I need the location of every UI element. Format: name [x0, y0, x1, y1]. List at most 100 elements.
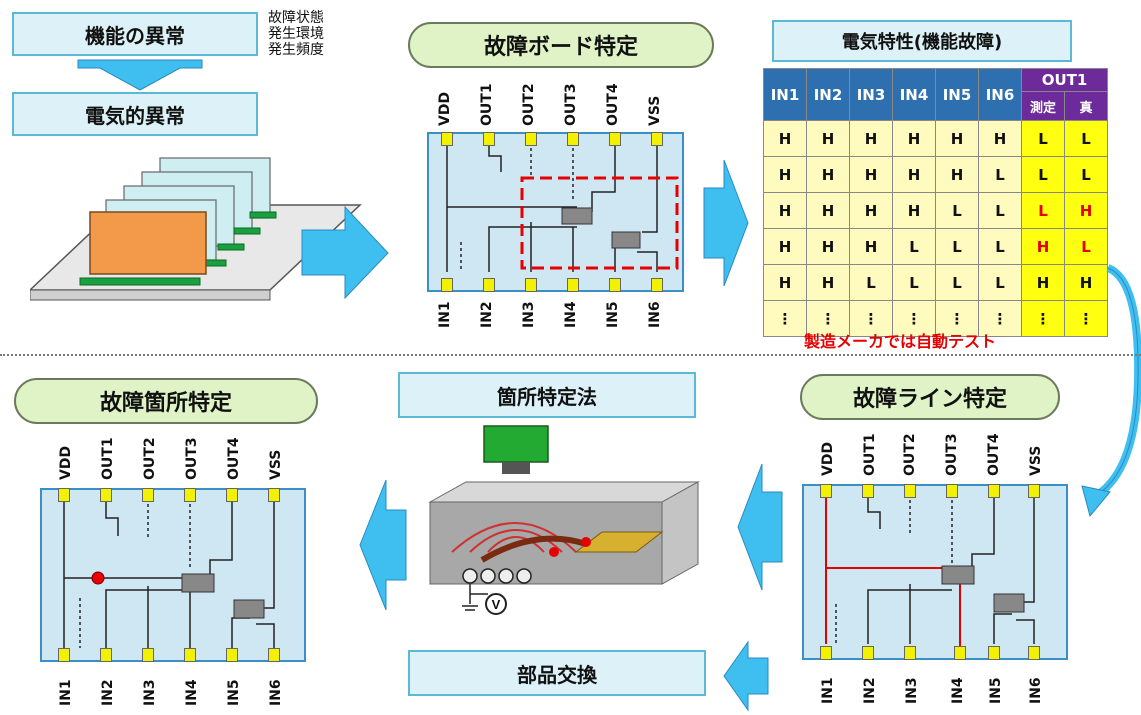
pin: [483, 132, 495, 146]
pin-label-in5: IN5: [226, 679, 242, 706]
pin: [609, 278, 621, 292]
pin-label-vss: VSS: [647, 95, 663, 126]
pin-label-in4: IN4: [563, 301, 579, 328]
pin: [525, 278, 537, 292]
cell-mismatch: H: [1021, 228, 1065, 265]
cell: H: [935, 120, 979, 157]
location-method-title: 箇所特定法: [398, 372, 696, 418]
pin: [820, 646, 832, 660]
cell: H: [806, 120, 850, 157]
pin: [441, 132, 453, 146]
pin-label-out3: OUT3: [563, 83, 579, 126]
pin-label-out2: OUT2: [902, 433, 918, 476]
cell: L: [935, 192, 979, 229]
cell: L: [1021, 156, 1065, 193]
cell: H: [1064, 264, 1108, 301]
pin: [609, 132, 621, 146]
cell: H: [849, 228, 893, 265]
pin-label-in2: IN2: [479, 301, 495, 328]
cell-mismatch: L: [1064, 228, 1108, 265]
parts-replace-title: 部品交換: [408, 650, 706, 696]
pin-label-in5: IN5: [605, 301, 621, 328]
pin-label-in1: IN1: [58, 679, 74, 706]
chip-board-identify: VDD OUT1 OUT2 OUT3 OUT4 VSS IN1 IN2 IN3 …: [427, 72, 684, 330]
pin-label-out2: OUT2: [521, 83, 537, 126]
pin: [525, 132, 537, 146]
pin: [862, 484, 874, 498]
pin-label-out1: OUT1: [479, 83, 495, 126]
left-arrow-icon: [723, 640, 769, 712]
pin-label-vss: VSS: [1028, 445, 1044, 476]
cell: ⋮: [978, 300, 1022, 337]
pin: [1028, 484, 1040, 498]
note-environment: 発生環境: [268, 26, 324, 42]
pin: [904, 646, 916, 660]
cell: L: [978, 192, 1022, 229]
col-header: IN3: [849, 68, 893, 121]
pin: [100, 488, 112, 502]
col-header: IN1: [763, 68, 807, 121]
pin: [1028, 646, 1040, 660]
chip-wiring: [825, 494, 1035, 654]
cell: L: [1064, 156, 1108, 193]
cell: L: [978, 228, 1022, 265]
pin: [226, 488, 238, 502]
cell: L: [1021, 120, 1065, 157]
pin-label-vdd: VDD: [58, 445, 74, 480]
pin-label-in1: IN1: [820, 677, 836, 704]
electrical-title: 電気特性(機能故障): [772, 20, 1072, 62]
voltmeter-label: V: [492, 597, 501, 612]
pin: [567, 278, 579, 292]
pin-label-in6: IN6: [268, 679, 284, 706]
section-divider: [0, 354, 1141, 356]
location-identify-title: 故障箇所特定: [14, 378, 318, 424]
cell: H: [763, 228, 807, 265]
col-header: IN2: [806, 68, 850, 121]
cell: H: [806, 264, 850, 301]
pin-label-in4: IN4: [950, 677, 966, 704]
pin-label-vdd: VDD: [437, 91, 453, 126]
auto-test-footnote: 製造メーカでは自動テスト: [804, 332, 997, 351]
pin-label-vss: VSS: [268, 449, 284, 480]
cell: L: [978, 264, 1022, 301]
note-state: 故障状態: [268, 10, 324, 26]
cell: H: [763, 192, 807, 229]
right-arrow-icon: [703, 159, 749, 287]
pin-label-out2: OUT2: [142, 437, 158, 480]
pin: [226, 648, 238, 662]
left-arrow-icon: [359, 479, 407, 611]
pin-label-out4: OUT4: [226, 437, 242, 480]
pin: [142, 648, 154, 662]
pin-label-in5: IN5: [988, 677, 1004, 704]
pin-label-out4: OUT4: [605, 83, 621, 126]
col-header: IN6: [978, 68, 1022, 121]
col-header: IN5: [935, 68, 979, 121]
cell: L: [978, 156, 1022, 193]
pin-label-in3: IN3: [142, 679, 158, 706]
pin: [567, 132, 579, 146]
pin: [988, 646, 1000, 660]
cell: ⋮: [1064, 300, 1108, 337]
pin: [820, 484, 832, 498]
pin-label-out3: OUT3: [184, 437, 200, 480]
pin: [100, 648, 112, 662]
cell: H: [849, 192, 893, 229]
sub-header-true: 真: [1064, 91, 1108, 121]
cell: ⋮: [763, 300, 807, 337]
note-frequency: 発生頻度: [268, 42, 324, 58]
cell-mismatch: H: [1064, 192, 1108, 229]
pin: [954, 646, 966, 660]
right-arrow-icon: [301, 205, 389, 300]
cell: H: [806, 228, 850, 265]
pin-label-in2: IN2: [862, 677, 878, 704]
electric-anomaly-label: 電気的異常: [12, 92, 258, 136]
left-arrow-icon: [737, 463, 783, 591]
pin: [862, 646, 874, 660]
cell: H: [892, 156, 936, 193]
cell: H: [935, 156, 979, 193]
pin: [988, 484, 1000, 498]
